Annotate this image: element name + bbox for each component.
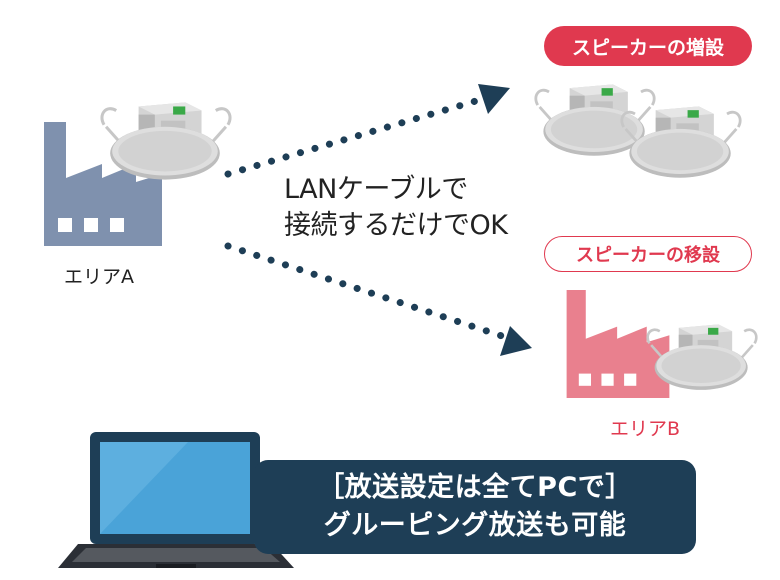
badge-add-speaker: スピーカーの増設 [544, 26, 752, 66]
area-b-label: エリアB [610, 418, 681, 440]
factory-icon [566, 290, 670, 398]
area-a-label: エリアA [64, 266, 134, 288]
factory-icon [44, 122, 162, 246]
connection-caption: LANケーブルで 接続するだけでOK [284, 172, 508, 244]
note-line-2: グルーピング放送も可能 [323, 510, 627, 541]
note-line-1: ［放送設定は全てPCで］ [317, 472, 633, 503]
badge-move-speaker: スピーカーの移設 [544, 236, 752, 272]
broadcast-note: ［放送設定は全てPCで］ グルーピング放送も可能 [254, 460, 696, 554]
connection-line-2: 接続するだけでOK [284, 210, 508, 241]
laptop-icon [58, 432, 294, 568]
connection-line-1: LANケーブルで [284, 174, 468, 205]
